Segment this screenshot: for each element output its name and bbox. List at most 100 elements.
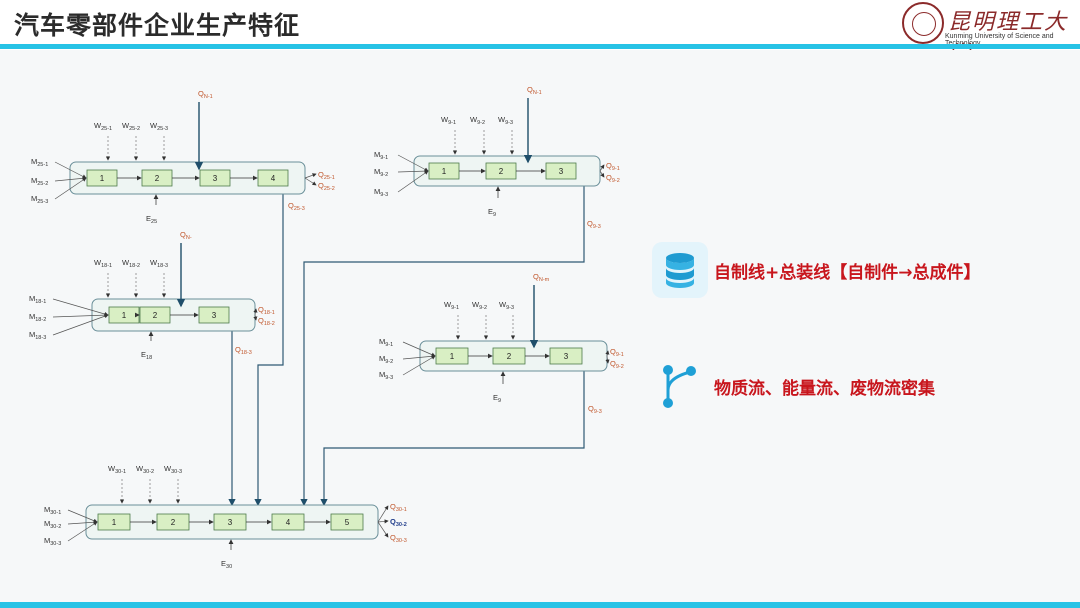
waste-input-label: W30-2 — [136, 464, 154, 475]
product-output-label: Q18-2 — [258, 316, 275, 327]
material-input-label: M9-2 — [379, 354, 393, 365]
feature-text: 物质流、能量流、废物流密集 — [714, 378, 935, 399]
waste-input-label: W18-1 — [94, 258, 112, 269]
product-output-arrow — [377, 521, 389, 538]
process-step-label: 1 — [122, 311, 127, 320]
material-input-label: M9-1 — [374, 150, 388, 161]
product-transfer-label: Q9-3 — [588, 404, 602, 415]
waste-input-label: W25-2 — [122, 121, 140, 132]
material-input-arrow — [54, 177, 87, 200]
material-input-label: M25-3 — [31, 194, 48, 205]
product-output-arrow — [605, 350, 610, 357]
product-output-label: Q9-1 — [606, 161, 620, 172]
energy-input-label: E25 — [146, 214, 157, 225]
upstream-input-label: QN- — [180, 230, 192, 241]
material-input-label: M18-1 — [29, 294, 46, 305]
material-input-arrow — [397, 170, 429, 193]
process-box — [549, 347, 583, 365]
material-input-arrow — [402, 341, 436, 357]
product-transfer-label: Q25-3 — [288, 201, 305, 212]
database-icon — [652, 242, 708, 298]
logo-seal-icon — [912, 12, 936, 36]
energy-input-label: E9 — [488, 207, 496, 218]
product-transfer-label: Q9-3 — [587, 219, 601, 230]
process-step-label: 2 — [507, 352, 512, 361]
material-input-arrow — [52, 314, 109, 336]
product-output-label: Q9-1 — [610, 347, 624, 358]
waste-input-label: W9-2 — [470, 115, 485, 126]
material-input-label: M25-2 — [31, 176, 48, 187]
material-input-label: M30-3 — [44, 536, 61, 547]
process-box — [257, 169, 289, 187]
process-step-label: 3 — [212, 311, 217, 320]
waste-input-label: W18-3 — [150, 258, 168, 269]
product-output-label: Q9-2 — [610, 359, 624, 370]
upstream-input-label: QN-m — [533, 272, 550, 283]
product-output-arrow — [377, 505, 389, 523]
waste-input-label: W9-3 — [499, 300, 514, 311]
product-output-arrow — [253, 308, 258, 316]
process-step-label: 3 — [559, 167, 564, 176]
university-subtitle: Kunming University of Science and Techno… — [945, 33, 1054, 47]
product-output-label: Q9-2 — [606, 173, 620, 184]
waste-input-label: W25-1 — [94, 121, 112, 132]
product-output-label: Q30-2 — [390, 517, 407, 528]
product-output-arrow — [253, 314, 258, 321]
process-box — [545, 162, 577, 180]
upstream-input-label: QN-1 — [198, 89, 213, 100]
product-output-label: Q25-2 — [318, 181, 335, 192]
process-box — [198, 306, 230, 324]
header: 汽车零部件企业生产特征 昆明理工大学 Kunming University of… — [0, 0, 1080, 67]
product-output-arrow — [304, 177, 317, 186]
material-input-arrow — [67, 520, 98, 525]
waste-input-label: W30-1 — [108, 464, 126, 475]
product-output-label: Q25-1 — [318, 170, 335, 181]
process-step-label: 3 — [213, 174, 218, 183]
process-step-label: 2 — [499, 167, 504, 176]
material-input-arrow — [67, 521, 98, 542]
process-step-label: 5 — [345, 518, 350, 527]
waste-input-label: W9-1 — [441, 115, 456, 126]
product-output-arrow — [605, 355, 610, 364]
material-input-label: M18-3 — [29, 330, 46, 341]
process-step-label: 1 — [442, 167, 447, 176]
feature-self-made-line: 自制线+总装线【自制件→总成件】 — [652, 242, 981, 298]
waste-input-label: W25-3 — [150, 121, 168, 132]
product-output-arrow — [377, 519, 389, 524]
material-input-arrow — [52, 313, 109, 318]
material-input-arrow — [402, 355, 436, 376]
process-step-label: 1 — [112, 518, 117, 527]
process-step-label: 2 — [171, 518, 176, 527]
bottom-bar — [0, 602, 1080, 608]
transfer-connector — [254, 194, 284, 507]
transfer-connector — [300, 186, 585, 507]
material-input-arrow — [397, 154, 429, 172]
material-input-label: M9-2 — [374, 167, 388, 178]
material-input-arrow — [67, 509, 98, 523]
process-step-label: 1 — [100, 174, 105, 183]
product-output-arrow — [599, 164, 605, 172]
feature-flows: 物质流、能量流、废物流密集 — [652, 358, 935, 414]
waste-input-label: W9-3 — [498, 115, 513, 126]
waste-input-label: W18-2 — [122, 258, 140, 269]
material-input-arrow — [402, 354, 436, 360]
feature-text: 自制线+总装线【自制件→总成件】 — [714, 262, 981, 283]
energy-input-label: E9 — [493, 393, 501, 404]
process-step-label: 3 — [564, 352, 569, 361]
process-step-label: 1 — [450, 352, 455, 361]
material-input-label: M25-1 — [31, 157, 48, 168]
transfer-connector — [320, 371, 585, 507]
material-input-arrow — [397, 169, 429, 174]
inter-line-connectors — [228, 186, 585, 507]
process-box — [330, 513, 364, 531]
title-underline — [0, 44, 1080, 49]
energy-input-label: E18 — [141, 350, 152, 361]
product-output-arrow — [304, 173, 317, 179]
waste-input-label: W9-2 — [472, 300, 487, 311]
